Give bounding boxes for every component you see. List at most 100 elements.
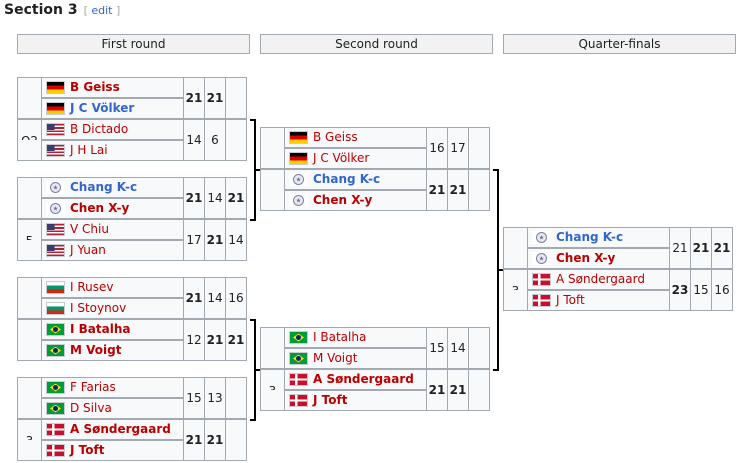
seed-cell — [260, 148, 285, 169]
bracket-connector-line — [254, 369, 256, 421]
game-score-2: 21 — [204, 77, 226, 119]
player-name-b-geiss[interactable]: B Geiss — [313, 130, 358, 144]
seed-cell — [260, 190, 285, 211]
seed-cell — [503, 290, 528, 311]
player-row: M Voigt — [17, 340, 246, 361]
game-score-3: 21 — [711, 227, 733, 269]
player-name-cell: I Batalha — [41, 319, 184, 340]
flag-de-icon — [46, 102, 65, 115]
player-row: J Yuan — [17, 240, 246, 261]
seed-cell — [17, 440, 42, 461]
seed-cell — [17, 140, 42, 161]
bracket-connector-line — [254, 319, 256, 369]
edit-link[interactable]: edit — [91, 4, 113, 17]
player-name-cell: B Geiss — [284, 127, 427, 148]
player-row: Chen X-y — [260, 190, 489, 211]
seed-cell — [17, 77, 42, 98]
player-name-j-c-v-lker[interactable]: J C Völker — [70, 101, 135, 115]
seed-cell — [17, 377, 42, 398]
player-name-chang-k-c[interactable]: Chang K-c — [313, 172, 381, 186]
round-header-first-round: First round — [17, 34, 250, 54]
player-row: M Voigt — [260, 348, 489, 369]
flag-bg-icon — [46, 281, 65, 294]
seed-cell: 3 — [260, 369, 285, 398]
seed-cell — [260, 127, 285, 148]
seed-cell: 3 — [503, 269, 528, 298]
player-name-a-s-ndergaard[interactable]: A Søndergaard — [70, 422, 171, 436]
player-name-j-h-lai[interactable]: J H Lai — [70, 143, 108, 157]
game-score-3 — [225, 377, 247, 419]
player-name-cell: A Søndergaard — [284, 369, 427, 390]
player-name-m-voigt[interactable]: M Voigt — [313, 351, 358, 365]
player-name-i-batalha[interactable]: I Batalha — [70, 322, 131, 336]
player-row: Chen X-y — [17, 198, 246, 219]
flag-br-icon — [46, 381, 65, 394]
section-title: Section 3 — [4, 2, 78, 18]
player-name-cell: Chen X-y — [41, 198, 184, 219]
player-name-j-toft[interactable]: J Toft — [556, 293, 585, 307]
flag-tpe-icon — [289, 194, 308, 207]
player-name-cell: M Voigt — [284, 348, 427, 369]
player-name-j-c-v-lker[interactable]: J C Völker — [313, 151, 370, 165]
game-score-3 — [225, 419, 247, 461]
player-name-cell: Chen X-y — [527, 248, 670, 269]
game-score-2: 17 — [447, 127, 469, 169]
player-name-i-rusev[interactable]: I Rusev — [70, 280, 114, 294]
player-name-i-stoynov[interactable]: I Stoynov — [70, 301, 127, 315]
player-name-j-toft[interactable]: J Toft — [70, 443, 105, 457]
seed-cell — [260, 390, 285, 411]
player-name-m-voigt[interactable]: M Voigt — [70, 343, 122, 357]
player-row: J Toft — [503, 290, 732, 311]
player-name-cell: Chang K-c — [284, 169, 427, 190]
flag-dk-icon — [532, 273, 551, 286]
player-name-chen-x-y[interactable]: Chen X-y — [70, 201, 130, 215]
bracket-connector-line — [497, 169, 499, 271]
player-name-d-silva[interactable]: D Silva — [70, 401, 112, 415]
seed-cell — [17, 398, 42, 419]
game-score-1: 23 — [669, 269, 691, 311]
player-name-cell: J Yuan — [41, 240, 184, 261]
seed-cell — [17, 240, 42, 261]
seed-cell — [260, 327, 285, 348]
player-row: J Toft — [260, 390, 489, 411]
seed-cell — [17, 340, 42, 361]
player-row: J H Lai — [17, 140, 246, 161]
player-name-j-toft[interactable]: J Toft — [313, 393, 348, 407]
player-name-chen-x-y[interactable]: Chen X-y — [556, 251, 616, 265]
player-name-cell: B Dictado — [41, 119, 184, 140]
bracket-connector-line — [250, 319, 255, 321]
section-heading: Section 3[ edit ] — [4, 2, 120, 18]
player-name-a-s-ndergaard[interactable]: A Søndergaard — [556, 272, 645, 286]
player-name-a-s-ndergaard[interactable]: A Søndergaard — [313, 372, 414, 386]
bracket-connector-line — [497, 269, 499, 371]
game-score-2: 15 — [690, 269, 712, 311]
player-row: J C Völker — [260, 148, 489, 169]
player-name-b-dictado[interactable]: B Dictado — [70, 122, 129, 136]
player-name-chang-k-c[interactable]: Chang K-c — [556, 230, 624, 244]
player-name-chen-x-y[interactable]: Chen X-y — [313, 193, 373, 207]
player-name-b-geiss[interactable]: B Geiss — [70, 80, 120, 94]
player-name-j-yuan[interactable]: J Yuan — [70, 243, 106, 257]
player-name-cell: D Silva — [41, 398, 184, 419]
player-name-i-batalha[interactable]: I Batalha — [313, 330, 367, 344]
flag-tpe-icon — [532, 231, 551, 244]
round-header-second-round: Second round — [260, 34, 493, 54]
player-row: J Toft — [17, 440, 246, 461]
seed-cell — [503, 227, 528, 248]
player-name-v-chiu[interactable]: V Chiu — [70, 222, 109, 236]
player-name-cell: J Toft — [41, 440, 184, 461]
flag-tpe-icon — [532, 252, 551, 265]
seed-cell — [503, 248, 528, 269]
player-name-f-farias[interactable]: F Farias — [70, 380, 116, 394]
bracket-connector-line — [250, 419, 255, 421]
game-score-3 — [225, 77, 247, 119]
player-name-chang-k-c[interactable]: Chang K-c — [70, 180, 138, 194]
player-name-cell: I Batalha — [284, 327, 427, 348]
seed-cell — [17, 298, 42, 319]
player-name-cell: M Voigt — [41, 340, 184, 361]
